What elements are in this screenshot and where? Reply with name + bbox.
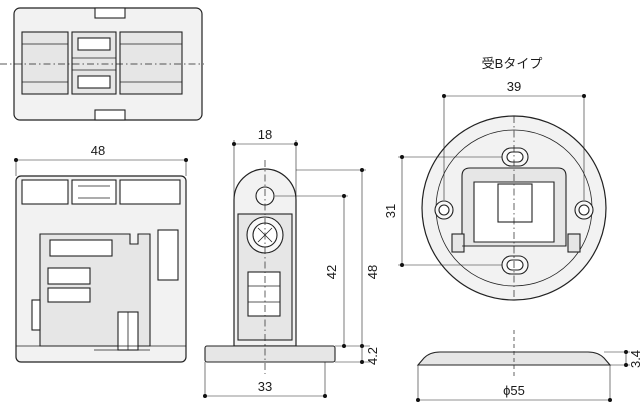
- front-view: 18 42 48 4.2 33: [203, 127, 380, 398]
- front-width-label: 33: [258, 379, 272, 394]
- round-title: 受Bタイプ: [482, 56, 543, 71]
- round-span-label: 39: [507, 79, 521, 94]
- front-height-label-b: 48: [365, 265, 380, 279]
- round-diameter-label: ϕ55: [503, 383, 525, 398]
- front-top-label: 18: [258, 127, 272, 142]
- front-height-label-a: 42: [324, 265, 339, 279]
- side-width-label: 48: [91, 143, 105, 158]
- round-base-view: 受Bタイプ 39 31 3.: [383, 56, 643, 402]
- side-view: 48: [14, 143, 188, 363]
- front-base-label: 4.2: [365, 347, 380, 365]
- round-thickness-label: 3.4: [628, 350, 643, 368]
- top-view: [0, 7, 204, 121]
- round-pitch-label: 31: [383, 204, 398, 218]
